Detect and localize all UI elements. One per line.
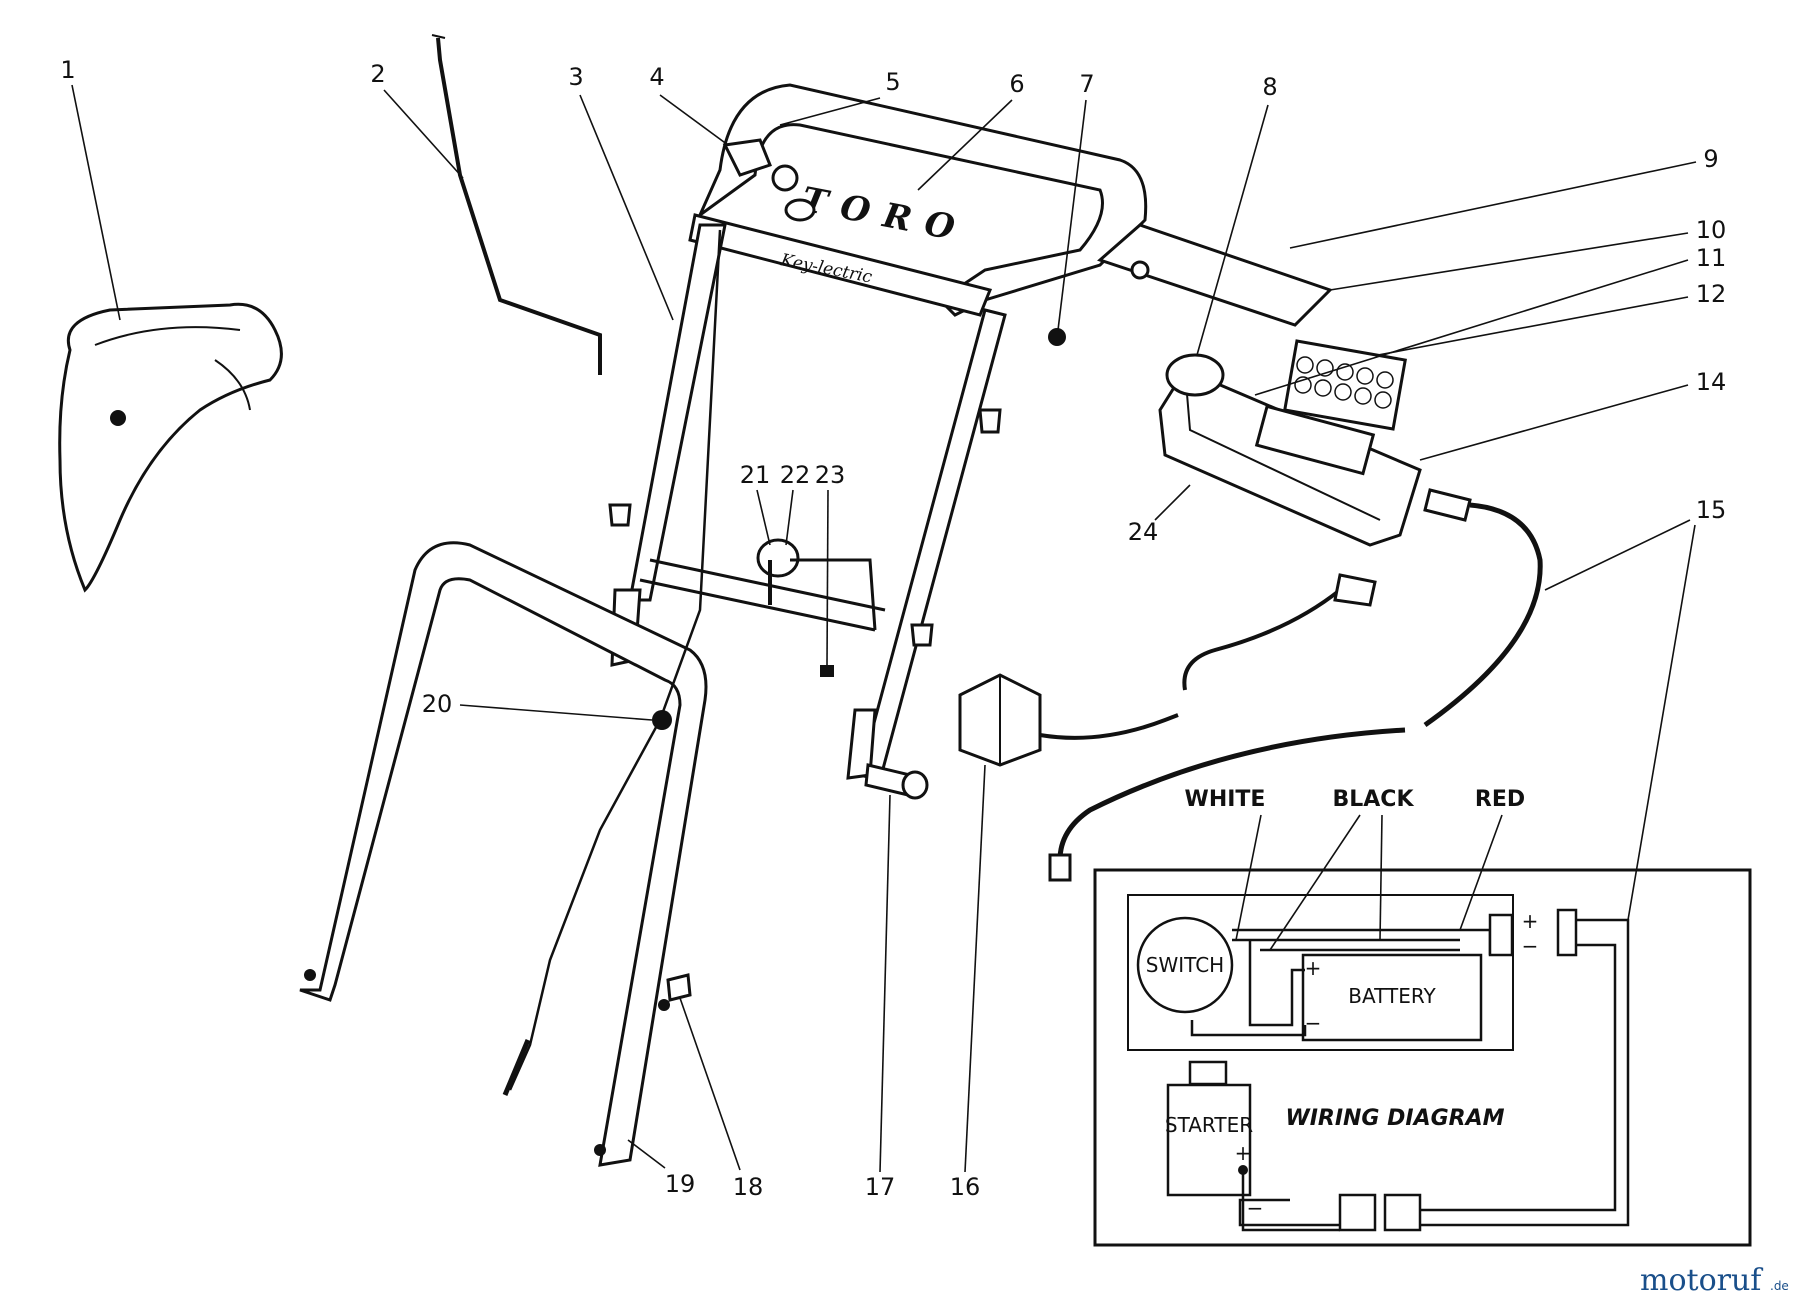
wire-label-red: RED xyxy=(1475,787,1525,812)
part-16-charger xyxy=(958,673,1179,767)
part-label-17: 17 xyxy=(865,1173,896,1201)
wiring-diagram: WHITE BLACK RED SWITCH BATTERY STARTER W… xyxy=(1093,787,1752,1247)
part-8-key-switch xyxy=(1165,353,1225,397)
part-label-4: 4 xyxy=(649,63,664,91)
part-1-shield xyxy=(58,302,283,593)
watermark-suffix: .de xyxy=(1770,1279,1789,1293)
battery-label: BATTERY xyxy=(1348,984,1436,1008)
starter-plus: + xyxy=(1235,1141,1252,1165)
part-label-1: 1 xyxy=(60,56,75,84)
wire-label-black: BLACK xyxy=(1332,787,1414,812)
upper-handle: TORO Key-lectric xyxy=(610,83,1148,782)
part-label-14: 14 xyxy=(1696,368,1727,396)
part-15-charge-cable xyxy=(1048,488,1543,882)
watermark: motoruf .de xyxy=(1640,1263,1789,1298)
part-label-9: 9 xyxy=(1703,145,1718,173)
part-label-24: 24 xyxy=(1128,518,1159,546)
part-label-16: 16 xyxy=(950,1173,981,1201)
toro-logo: TORO xyxy=(798,180,971,251)
battery-box xyxy=(1158,339,1422,547)
part-17-bolt xyxy=(864,763,929,800)
part-7-nut xyxy=(1048,328,1066,346)
part-label-6: 6 xyxy=(1009,70,1024,98)
part-19-lower-handle xyxy=(299,541,708,1167)
part-20-nut xyxy=(652,710,672,730)
part-labels: 1 2 3 4 5 6 7 8 9 10 11 12 14 15 16 17 1… xyxy=(60,56,1726,1201)
part-21-23-bracket xyxy=(756,538,877,677)
part-label-18: 18 xyxy=(733,1173,764,1201)
part-label-22: 22 xyxy=(780,461,811,489)
starter-minus: − xyxy=(1247,1196,1264,1220)
connector-minus: − xyxy=(1522,934,1539,958)
part-label-23: 23 xyxy=(815,461,846,489)
starter-label: STARTER xyxy=(1165,1113,1253,1137)
part-2-control-rod xyxy=(431,34,602,375)
part-label-19: 19 xyxy=(665,1170,696,1198)
part-label-15: 15 xyxy=(1696,496,1727,524)
throttle-cable xyxy=(508,229,722,1091)
wiring-diagram-title: WIRING DIAGRAM xyxy=(1285,1106,1504,1131)
part-label-8: 8 xyxy=(1262,73,1277,101)
battery-plus: + xyxy=(1305,956,1322,980)
watermark-brand: motoruf xyxy=(1640,1263,1763,1298)
part-label-5: 5 xyxy=(885,68,900,96)
part-label-10: 10 xyxy=(1696,216,1727,244)
part-label-7: 7 xyxy=(1079,70,1094,98)
connector-plus: + xyxy=(1522,909,1539,933)
part-label-11: 11 xyxy=(1696,244,1727,272)
switch-label: SWITCH xyxy=(1146,953,1224,977)
battery-minus: − xyxy=(1305,1011,1322,1035)
part-label-12: 12 xyxy=(1696,280,1727,308)
part-label-2: 2 xyxy=(370,60,385,88)
part-label-21: 21 xyxy=(740,461,771,489)
part-label-3: 3 xyxy=(568,63,583,91)
wire-label-white: WHITE xyxy=(1185,787,1266,812)
handle-clips xyxy=(608,408,1002,1002)
part-label-20: 20 xyxy=(422,690,453,718)
